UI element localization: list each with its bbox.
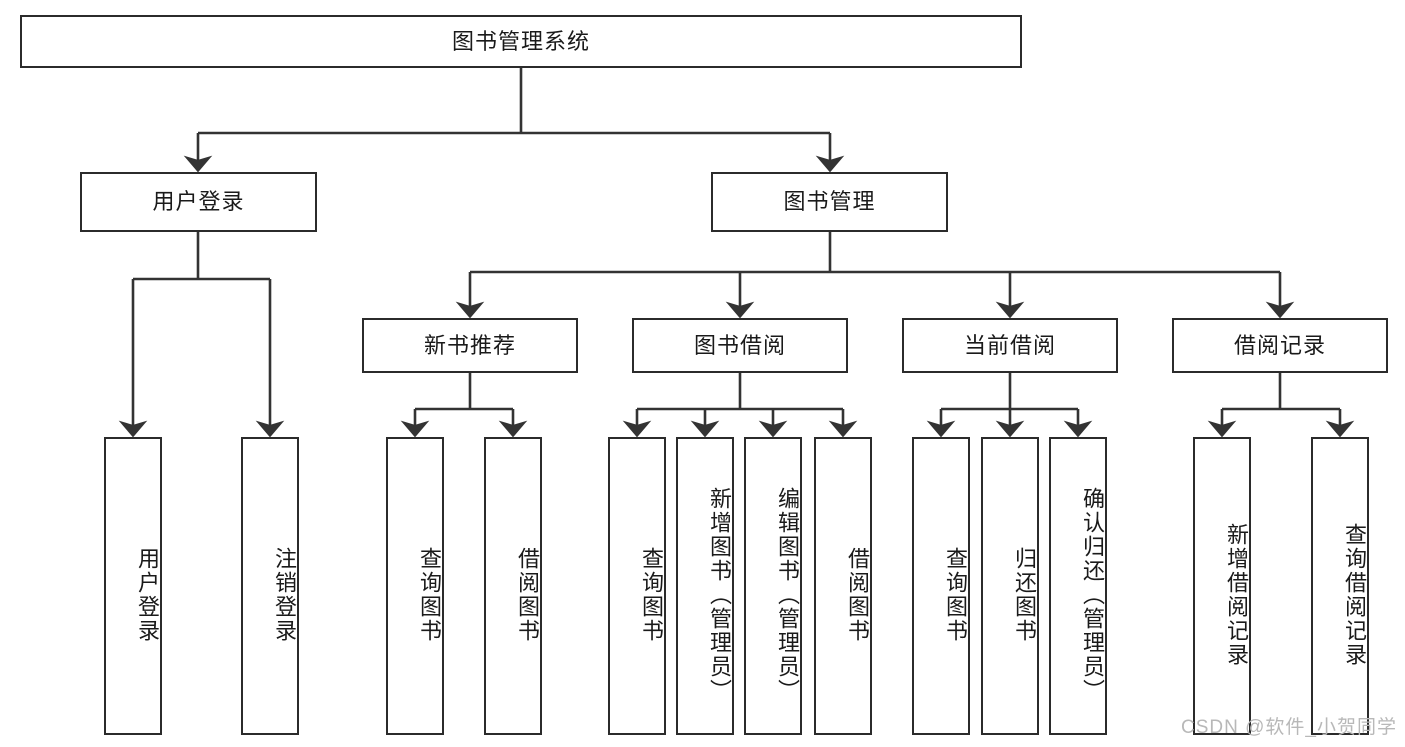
leaf-query-book-current[interactable]: 查询图书 [912,437,970,735]
leaf-query-borrow-record[interactable]: 查询借阅记录 [1311,437,1369,735]
leaf-borrow-book[interactable]: 借阅图书 [814,437,872,735]
leaf-query-book-borrow[interactable]: 查询图书 [608,437,666,735]
leaf-confirm-return-admin[interactable]: 确认归还（管理员） [1049,437,1107,735]
leaf-user-logout[interactable]: 注销登录 [241,437,299,735]
csdn-watermark: CSDN @软件_小贺同学 [1181,717,1397,738]
leaf-add-borrow-record[interactable]: 新增借阅记录 [1193,437,1251,735]
leaf-return-book[interactable]: 归还图书 [981,437,1039,735]
leaf-user-login[interactable]: 用户登录 [104,437,162,735]
leaf-add-book-admin[interactable]: 新增图书（管理员） [676,437,734,735]
node-new-book-recommend[interactable]: 新书推荐 [362,318,578,373]
node-user-login[interactable]: 用户登录 [80,172,317,232]
node-borrow-record[interactable]: 借阅记录 [1172,318,1388,373]
leaf-edit-book-admin[interactable]: 编辑图书（管理员） [744,437,802,735]
node-book-management[interactable]: 图书管理 [711,172,948,232]
node-root-system[interactable]: 图书管理系统 [20,15,1022,68]
node-book-borrow[interactable]: 图书借阅 [632,318,848,373]
leaf-borrow-book-newbook[interactable]: 借阅图书 [484,437,542,735]
node-current-borrow[interactable]: 当前借阅 [902,318,1118,373]
leaf-query-book-newbook[interactable]: 查询图书 [386,437,444,735]
